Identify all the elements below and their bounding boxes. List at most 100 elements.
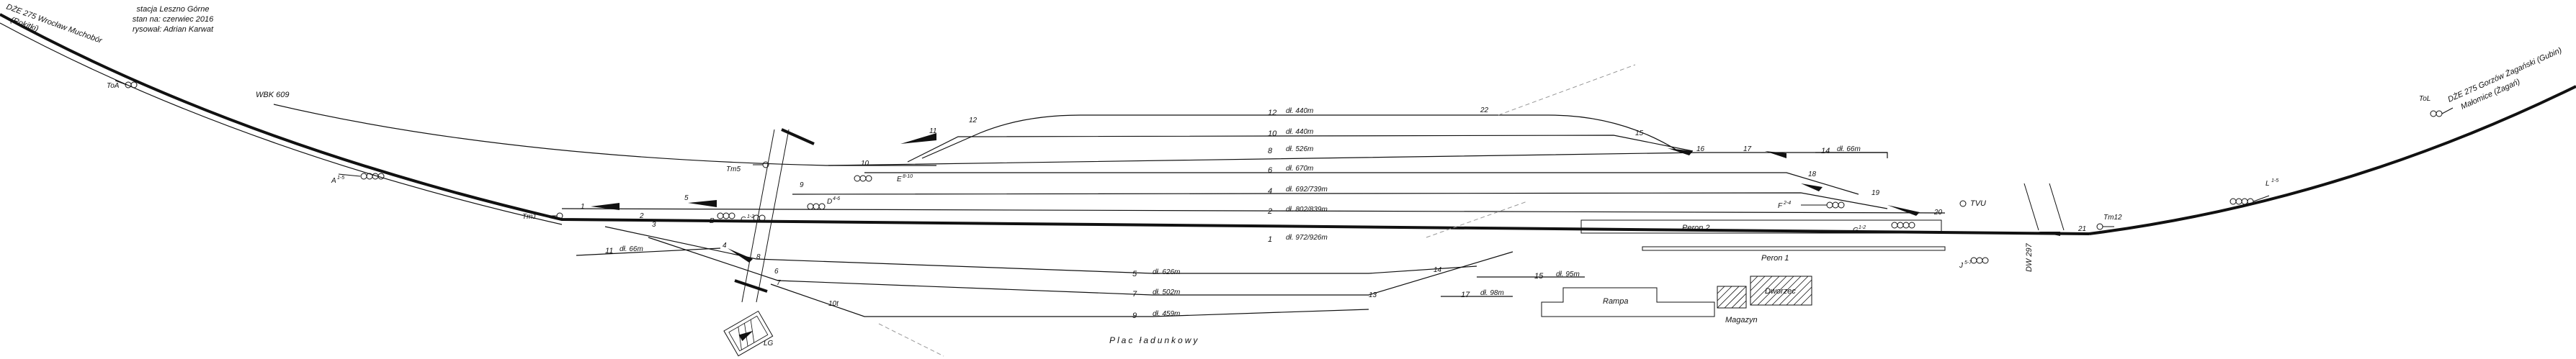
peron-2-label: Peron 2 [1682, 224, 1710, 232]
switch-number-16: 16 [1696, 145, 1705, 153]
track-2 [561, 208, 1946, 214]
switch-17-blade [1668, 148, 1693, 155]
switch-18-blade [1765, 151, 1786, 158]
track-length-9: dł. 459m [1153, 310, 1180, 318]
switch-number-13: 13 [1369, 291, 1377, 299]
label-d: D [827, 198, 832, 206]
label-tm1: Tm1 [522, 213, 537, 221]
road-bar-north [781, 128, 815, 145]
label-b: B [710, 217, 715, 225]
dw-label: DW 297 [2025, 242, 2034, 272]
track-number-9: 9 [1132, 312, 1137, 320]
lg-label: LG [764, 340, 774, 347]
signal-c [753, 214, 766, 222]
signal-tm5 [753, 161, 769, 168]
switch-1-blade [591, 203, 620, 210]
switch-number-10t: 10t [828, 300, 839, 308]
label-j-sup: 5-7 [1964, 260, 1972, 265]
switch-number-15: 15 [1635, 129, 1644, 137]
switch-19-blade [1801, 183, 1823, 191]
track-number-1: 1 [1268, 235, 1272, 244]
track-length-14: dł. 66m [1837, 145, 1861, 153]
track-number-10: 10 [1268, 129, 1277, 138]
lg-box [723, 310, 774, 357]
label-tm12: Tm12 [2103, 214, 2122, 222]
label-toa: ToA [107, 82, 120, 90]
track-length-1: dł. 972/926m [1286, 234, 1328, 242]
label-f-sup: 2-4 [1783, 201, 1791, 206]
label-d-sup: 4-6 [833, 196, 840, 201]
track-number-12: 12 [1268, 109, 1276, 117]
signal-f [1801, 201, 1845, 209]
peron-1-label: Peron 1 [1761, 254, 1789, 263]
road-line-2 [756, 129, 790, 303]
track-number-7: 7 [1132, 290, 1137, 299]
track-number-6: 6 [1268, 166, 1273, 175]
header-station: stacja Leszno Górne [137, 5, 210, 14]
wbk-branch [273, 104, 936, 166]
switch-number-1: 1 [581, 203, 585, 211]
switch-number-6: 6 [774, 268, 779, 276]
switch-number-22: 22 [1480, 106, 1489, 114]
track-number-11: 11 [605, 247, 613, 255]
track-number-17: 17 [1461, 291, 1470, 299]
track-number-5: 5 [1132, 270, 1137, 278]
track-number-14: 14 [1821, 147, 1830, 155]
label-l-sup: 1-5 [2271, 178, 2278, 183]
road-bar-south [734, 279, 768, 293]
track-8 [828, 152, 1887, 166]
switch-number-18: 18 [1808, 171, 1817, 178]
switch-number-12: 12 [969, 117, 978, 124]
label-f: F [1778, 202, 1783, 210]
track-length-7: dł. 502m [1153, 288, 1180, 296]
dworzec-hatch [1750, 276, 1812, 306]
plac-label: Plac ładunkowy [1109, 335, 1199, 345]
signal-a [338, 173, 385, 180]
dworzec-label: Dworzec [1765, 287, 1796, 296]
track-length-11: dł. 66m [620, 245, 643, 253]
track-length-8: dł. 526m [1286, 145, 1313, 153]
switch-number-4: 4 [723, 242, 727, 250]
switch-number-21: 21 [2078, 225, 2086, 233]
signal-tvu [1959, 200, 1967, 207]
switch-number-20: 20 [1933, 209, 1943, 217]
switch-number-19: 19 [1871, 189, 1880, 197]
switch-number-11: 11 [929, 127, 936, 135]
track-14 [1815, 152, 1888, 158]
switch-number-17: 17 [1743, 145, 1752, 153]
track-length-6: dł. 670m [1286, 165, 1313, 173]
track-length-5: dł. 626m [1153, 268, 1180, 276]
switch-number-10: 10 [861, 160, 869, 168]
track-length-17: dł. 98m [1480, 289, 1504, 297]
switch-number-9: 9 [800, 181, 804, 189]
signal-b [717, 212, 735, 219]
dashed-ext-north [1498, 64, 1636, 116]
peron-2 [1580, 219, 1942, 234]
switch-number-3: 3 [652, 221, 656, 229]
line-right-label: DŻE 275 Gorzów Żagański (Gubin) [2446, 46, 2563, 104]
switch-number-8: 8 [756, 253, 761, 261]
signal-e [854, 175, 872, 182]
main-track-right [2088, 85, 2576, 235]
label-a: A [331, 177, 336, 185]
signal-toa [115, 80, 138, 88]
track-length-4: dł. 692/739m [1286, 186, 1328, 194]
label-c: C [741, 216, 746, 224]
track-10 [907, 135, 1694, 163]
label-c-sup: 1-2 [747, 214, 754, 219]
label-tvu: TVU [1970, 199, 1986, 208]
switch-22-blade [2039, 232, 2060, 236]
switch-number-2: 2 [639, 212, 644, 220]
track-12 [921, 114, 1679, 159]
track-length-2: dł. 802/839m [1286, 206, 1328, 214]
dashed-ext-mid [1426, 201, 1528, 238]
label-l: L [2266, 180, 2270, 188]
signal-j [1970, 257, 1989, 264]
label-a-sup: 1-5 [337, 176, 344, 181]
label-g-sup: 1-2 [1859, 225, 1866, 230]
magazyn-label: Magazyn [1725, 316, 1758, 324]
track-number-8: 8 [1268, 147, 1273, 155]
track-number-4: 4 [1268, 187, 1272, 196]
